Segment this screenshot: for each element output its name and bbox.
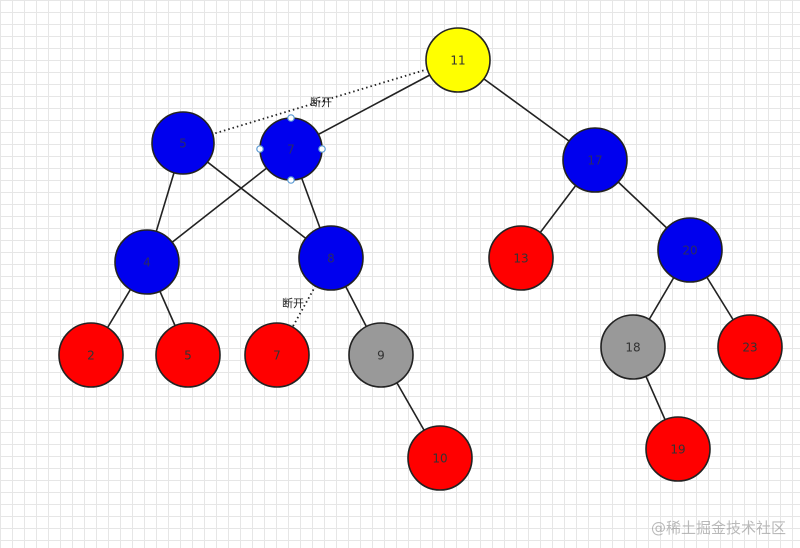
- node-label: 5: [179, 137, 187, 151]
- tree-node-11[interactable]: 11: [425, 27, 491, 93]
- tree-node-18[interactable]: 18: [600, 314, 666, 380]
- node-label: 2: [87, 349, 95, 363]
- tree-node-9[interactable]: 9: [348, 322, 414, 388]
- tree-node-19[interactable]: 19: [645, 416, 711, 482]
- node-circle: [151, 111, 215, 175]
- tree-node-8[interactable]: 8: [298, 225, 364, 291]
- node-label: 11: [450, 54, 465, 68]
- node-label: 7: [273, 349, 281, 363]
- node-label: 10: [432, 452, 447, 466]
- node-circle: [488, 225, 554, 291]
- tree-node-2[interactable]: 2: [58, 322, 124, 388]
- tree-node-5[interactable]: 5: [151, 111, 215, 175]
- tree-node-4[interactable]: 4: [114, 229, 180, 295]
- node-label: 9: [377, 349, 385, 363]
- selection-handle[interactable]: [256, 145, 264, 153]
- tree-node-20[interactable]: 20: [657, 217, 723, 283]
- selection-handle[interactable]: [287, 176, 295, 184]
- tree-node-7[interactable]: 7: [256, 114, 326, 184]
- node-circle: [600, 314, 666, 380]
- node-circle: [657, 217, 723, 283]
- node-label: 18: [625, 341, 640, 355]
- node-circle: [348, 322, 414, 388]
- node-label: 19: [670, 443, 685, 457]
- annotation-break-top: 断开: [310, 95, 332, 109]
- tree-node-23[interactable]: 23: [717, 314, 783, 380]
- node-label: 4: [143, 256, 151, 270]
- node-circle: [645, 416, 711, 482]
- tree-node-7[interactable]: 7: [244, 322, 310, 388]
- node-label: 13: [513, 252, 528, 266]
- broken-edge-n11-n5[interactable]: [182, 59, 459, 144]
- annotation-break-bottom: 断开: [282, 296, 304, 310]
- node-circle: [562, 127, 628, 193]
- tree-node-5[interactable]: 5: [155, 322, 221, 388]
- node-circle: [244, 322, 310, 388]
- node-circle: [425, 27, 491, 93]
- selection-handle[interactable]: [287, 114, 295, 122]
- node-label: 23: [742, 341, 757, 355]
- tree-node-17[interactable]: 17: [562, 127, 628, 193]
- node-label: 7: [287, 143, 295, 157]
- nodes-layer: 11 5 7 17 4 8 13 20 2 5 7 9 18 23 10 19: [58, 27, 783, 491]
- node-label: 5: [184, 349, 192, 363]
- node-circle: [155, 322, 221, 388]
- node-label: 8: [327, 252, 335, 266]
- node-circle: [717, 314, 783, 380]
- node-circle: [58, 322, 124, 388]
- tree-node-10[interactable]: 10: [407, 425, 473, 491]
- watermark-text: @稀土掘金技术社区: [650, 519, 786, 537]
- node-circle: [114, 229, 180, 295]
- selection-handle[interactable]: [318, 145, 326, 153]
- tree-node-13[interactable]: 13: [488, 225, 554, 291]
- node-circle: [407, 425, 473, 491]
- node-label: 20: [682, 244, 697, 258]
- node-label: 17: [587, 154, 602, 168]
- node-circle: [298, 225, 364, 291]
